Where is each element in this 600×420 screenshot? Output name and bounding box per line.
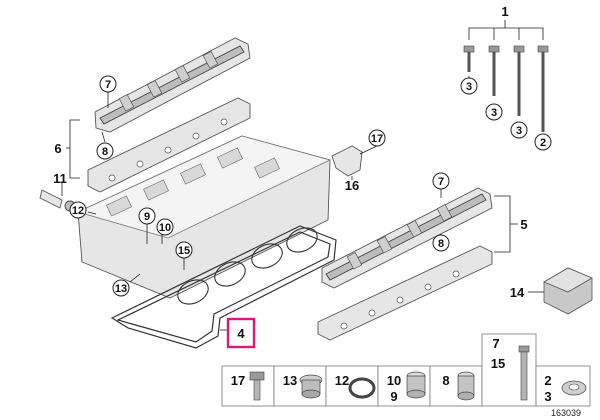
callout-7-upper: 7 <box>99 75 117 93</box>
callout-5: 5 <box>520 217 527 232</box>
callout-6: 6 <box>54 141 61 156</box>
lower-camshaft-assembly <box>321 187 493 289</box>
svg-text:8: 8 <box>102 146 108 158</box>
callout-2: 2 <box>534 133 552 151</box>
strip-label-10: 10 <box>387 373 401 388</box>
callout-8-lower: 8 <box>432 234 450 252</box>
svg-text:2: 2 <box>540 137 546 149</box>
callout-3-first: 3 <box>460 77 478 95</box>
callout-15: 15 <box>175 241 193 259</box>
strip-part-17-bolt <box>249 371 265 401</box>
strip-part-10-sleeve <box>406 371 426 399</box>
strip-label-12: 12 <box>335 373 349 388</box>
strip-label-13: 13 <box>283 373 297 388</box>
strip-part-2-washer <box>561 380 587 396</box>
lower-carrier-frame <box>317 245 493 341</box>
bolt-set <box>463 20 549 132</box>
callout-4-highlighted[interactable]: 4 <box>226 317 256 349</box>
callout-1: 1 <box>501 4 508 19</box>
callout-11: 11 <box>53 171 67 186</box>
head-gasket <box>110 225 337 349</box>
svg-text:6: 6 <box>54 141 61 156</box>
strip-part-13-plug <box>299 374 323 399</box>
svg-text:13: 13 <box>115 283 127 295</box>
callout-3-third: 3 <box>510 121 528 139</box>
callout-14: 14 <box>510 285 525 300</box>
callout-3-second: 3 <box>485 103 503 121</box>
strip-label-15: 15 <box>491 356 505 371</box>
svg-text:15: 15 <box>178 245 190 257</box>
strip-label-3: 3 <box>544 389 551 404</box>
reference-number: 163039 <box>551 408 581 418</box>
svg-text:4: 4 <box>237 326 245 341</box>
callout-9: 9 <box>138 207 156 225</box>
svg-text:12: 12 <box>72 205 84 217</box>
svg-text:14: 14 <box>510 285 525 300</box>
svg-text:10: 10 <box>159 222 171 234</box>
upper-carrier-frame <box>87 97 251 193</box>
svg-text:3: 3 <box>491 107 497 119</box>
bottom-parts-strip: 17 13 12 10 9 8 7 15 2 3 <box>221 333 591 407</box>
strip-part-8-sleeve <box>457 371 475 401</box>
svg-text:8: 8 <box>438 238 444 250</box>
part-16-bracket <box>331 145 363 177</box>
svg-text:17: 17 <box>371 133 383 145</box>
callout-7-lower: 7 <box>432 172 450 190</box>
callout-12: 12 <box>69 201 87 219</box>
upper-camshaft-assembly <box>94 37 251 133</box>
callout-10: 10 <box>156 218 174 236</box>
svg-text:16: 16 <box>345 178 359 193</box>
callout-16: 16 <box>345 178 359 193</box>
svg-text:3: 3 <box>466 81 472 93</box>
strip-label-2: 2 <box>544 373 551 388</box>
strip-label-17: 17 <box>231 373 245 388</box>
svg-text:11: 11 <box>53 171 67 186</box>
strip-part-12-ring <box>348 377 376 399</box>
strip-label-8: 8 <box>442 373 449 388</box>
part-14-block <box>528 267 593 315</box>
callout-17-top: 17 <box>368 129 386 147</box>
strip-label-9: 9 <box>390 389 397 404</box>
svg-text:3: 3 <box>516 125 522 137</box>
svg-text:5: 5 <box>520 217 527 232</box>
callout-13: 13 <box>112 279 130 297</box>
strip-label-7: 7 <box>492 336 499 351</box>
svg-text:9: 9 <box>144 211 150 223</box>
svg-text:7: 7 <box>105 79 111 91</box>
callout-8-upper: 8 <box>96 142 114 160</box>
svg-text:1: 1 <box>501 4 508 19</box>
svg-text:7: 7 <box>438 176 444 188</box>
strip-part-7-long-bolt <box>518 345 530 401</box>
